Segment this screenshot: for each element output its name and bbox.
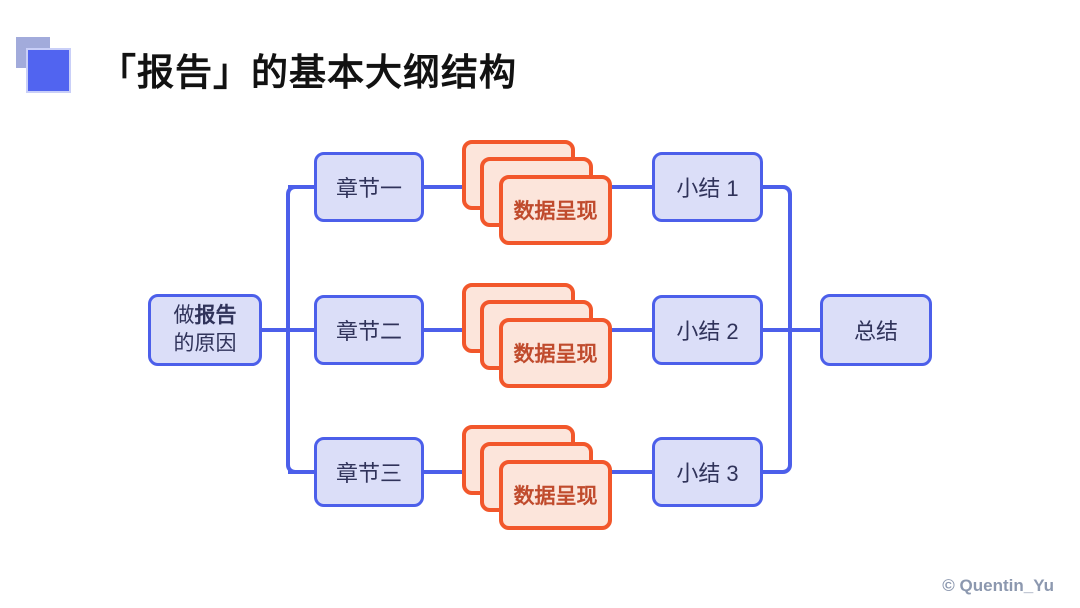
conclusion-node: 总结 <box>820 294 932 366</box>
summary-node-2: 小结 2 <box>652 295 763 365</box>
card-label: 数据呈现 <box>513 200 598 223</box>
chapter-node-2-label: 章节二 <box>335 319 402 344</box>
summary-node-2-label: 小结 2 <box>676 319 739 344</box>
data-card-stack-1: 数据呈现 <box>462 140 614 248</box>
card-front: 数据呈现 <box>499 318 612 388</box>
chapter-node-2: 章节二 <box>314 295 424 365</box>
card-front: 数据呈现 <box>499 175 612 245</box>
summary-node-3: 小结 3 <box>652 437 763 507</box>
card-label: 数据呈现 <box>513 343 598 366</box>
root-node-label: 做报告 的原因 <box>173 304 237 355</box>
root-node-reason: 做报告 的原因 <box>148 294 262 366</box>
chapter-node-1: 章节一 <box>314 152 424 222</box>
conclusion-node-label: 总结 <box>853 319 898 344</box>
card-front: 数据呈现 <box>499 460 612 530</box>
connector-branch-right <box>763 185 792 474</box>
connector-branch-left <box>286 185 314 474</box>
deco-square-front-icon <box>26 48 71 93</box>
chapter-node-1-label: 章节一 <box>335 176 402 201</box>
summary-node-1-label: 小结 1 <box>676 176 739 201</box>
chapter-node-3: 章节三 <box>314 437 424 507</box>
chapter-node-3-label: 章节三 <box>335 461 402 486</box>
summary-node-1: 小结 1 <box>652 152 763 222</box>
summary-node-3-label: 小结 3 <box>676 461 739 486</box>
copyright: © Quentin_Yu <box>942 576 1054 595</box>
page-title: 「报告」的基本大纲结构 <box>99 52 517 93</box>
data-card-stack-3: 数据呈现 <box>462 425 614 533</box>
data-card-stack-2: 数据呈现 <box>462 283 614 391</box>
card-label: 数据呈现 <box>513 485 598 508</box>
